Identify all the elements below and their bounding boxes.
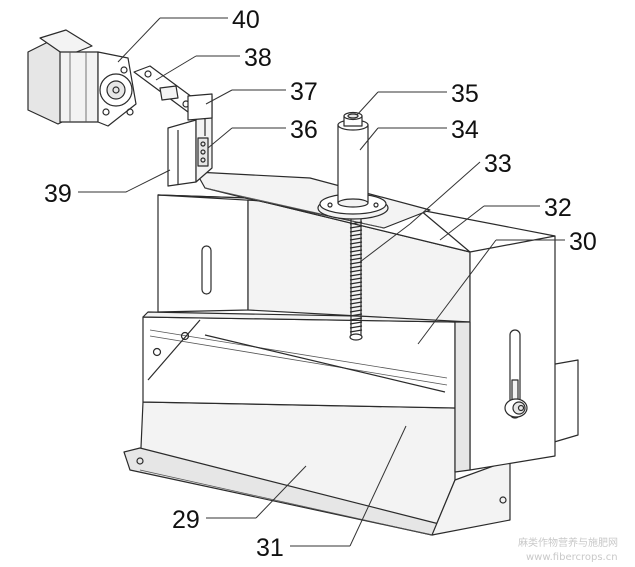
screw-thread [349,253,363,257]
screw-thread [349,245,363,249]
watermark-line1: 麻类作物营养与施肥网 [518,536,618,549]
screw-thread [349,297,363,301]
label-30: 30 [569,228,597,256]
screw-thread [349,265,363,269]
watermark: 麻类作物营养与施肥网 www.fibercrops.cn [518,536,618,563]
label-40: 40 [232,6,260,34]
label-29: 29 [172,506,200,534]
screw-thread [349,221,363,225]
screw-thread [349,285,363,289]
screw-thread [349,273,363,277]
screw-thread [349,261,363,265]
label-33: 33 [484,150,512,178]
screw-thread [349,317,363,321]
motor [27,29,137,127]
screw-thread [349,257,363,261]
label-31: 31 [256,534,284,562]
screw-thread [349,309,363,313]
screw-thread [349,301,363,305]
screw-thread [349,281,363,285]
front-plate [142,311,456,409]
screw-thread [349,225,363,229]
label-36: 36 [290,116,318,144]
screw-thread [349,293,363,297]
screw-thread [349,305,363,309]
label-39: 39 [44,180,72,208]
screw-thread [349,249,363,253]
adjust-knob [504,379,528,418]
screw-thread [349,237,363,241]
lead-screw [349,218,363,341]
screw-thread [349,269,363,273]
watermark-line2: www.fibercrops.cn [526,552,618,563]
screw-thread [349,241,363,245]
label-32: 32 [544,194,572,222]
screw-thread [349,233,363,237]
label-37: 37 [290,78,318,106]
screw-bearing [317,111,389,220]
slide-guide [167,93,213,187]
screw-thread [349,321,363,325]
lower-tray [123,359,579,536]
reference-numerals: 40 38 37 35 36 34 33 32 30 39 29 31 [44,6,597,562]
label-35: 35 [451,80,479,108]
screw-thread [349,329,363,333]
crank-linkage [133,65,197,113]
screw-thread [349,229,363,233]
label-34: 34 [451,116,479,144]
screw-thread [349,313,363,317]
screw-thread [349,325,363,329]
leader-lines [78,17,565,547]
screw-thread [349,289,363,293]
label-38: 38 [244,44,272,72]
screw-thread [349,277,363,281]
